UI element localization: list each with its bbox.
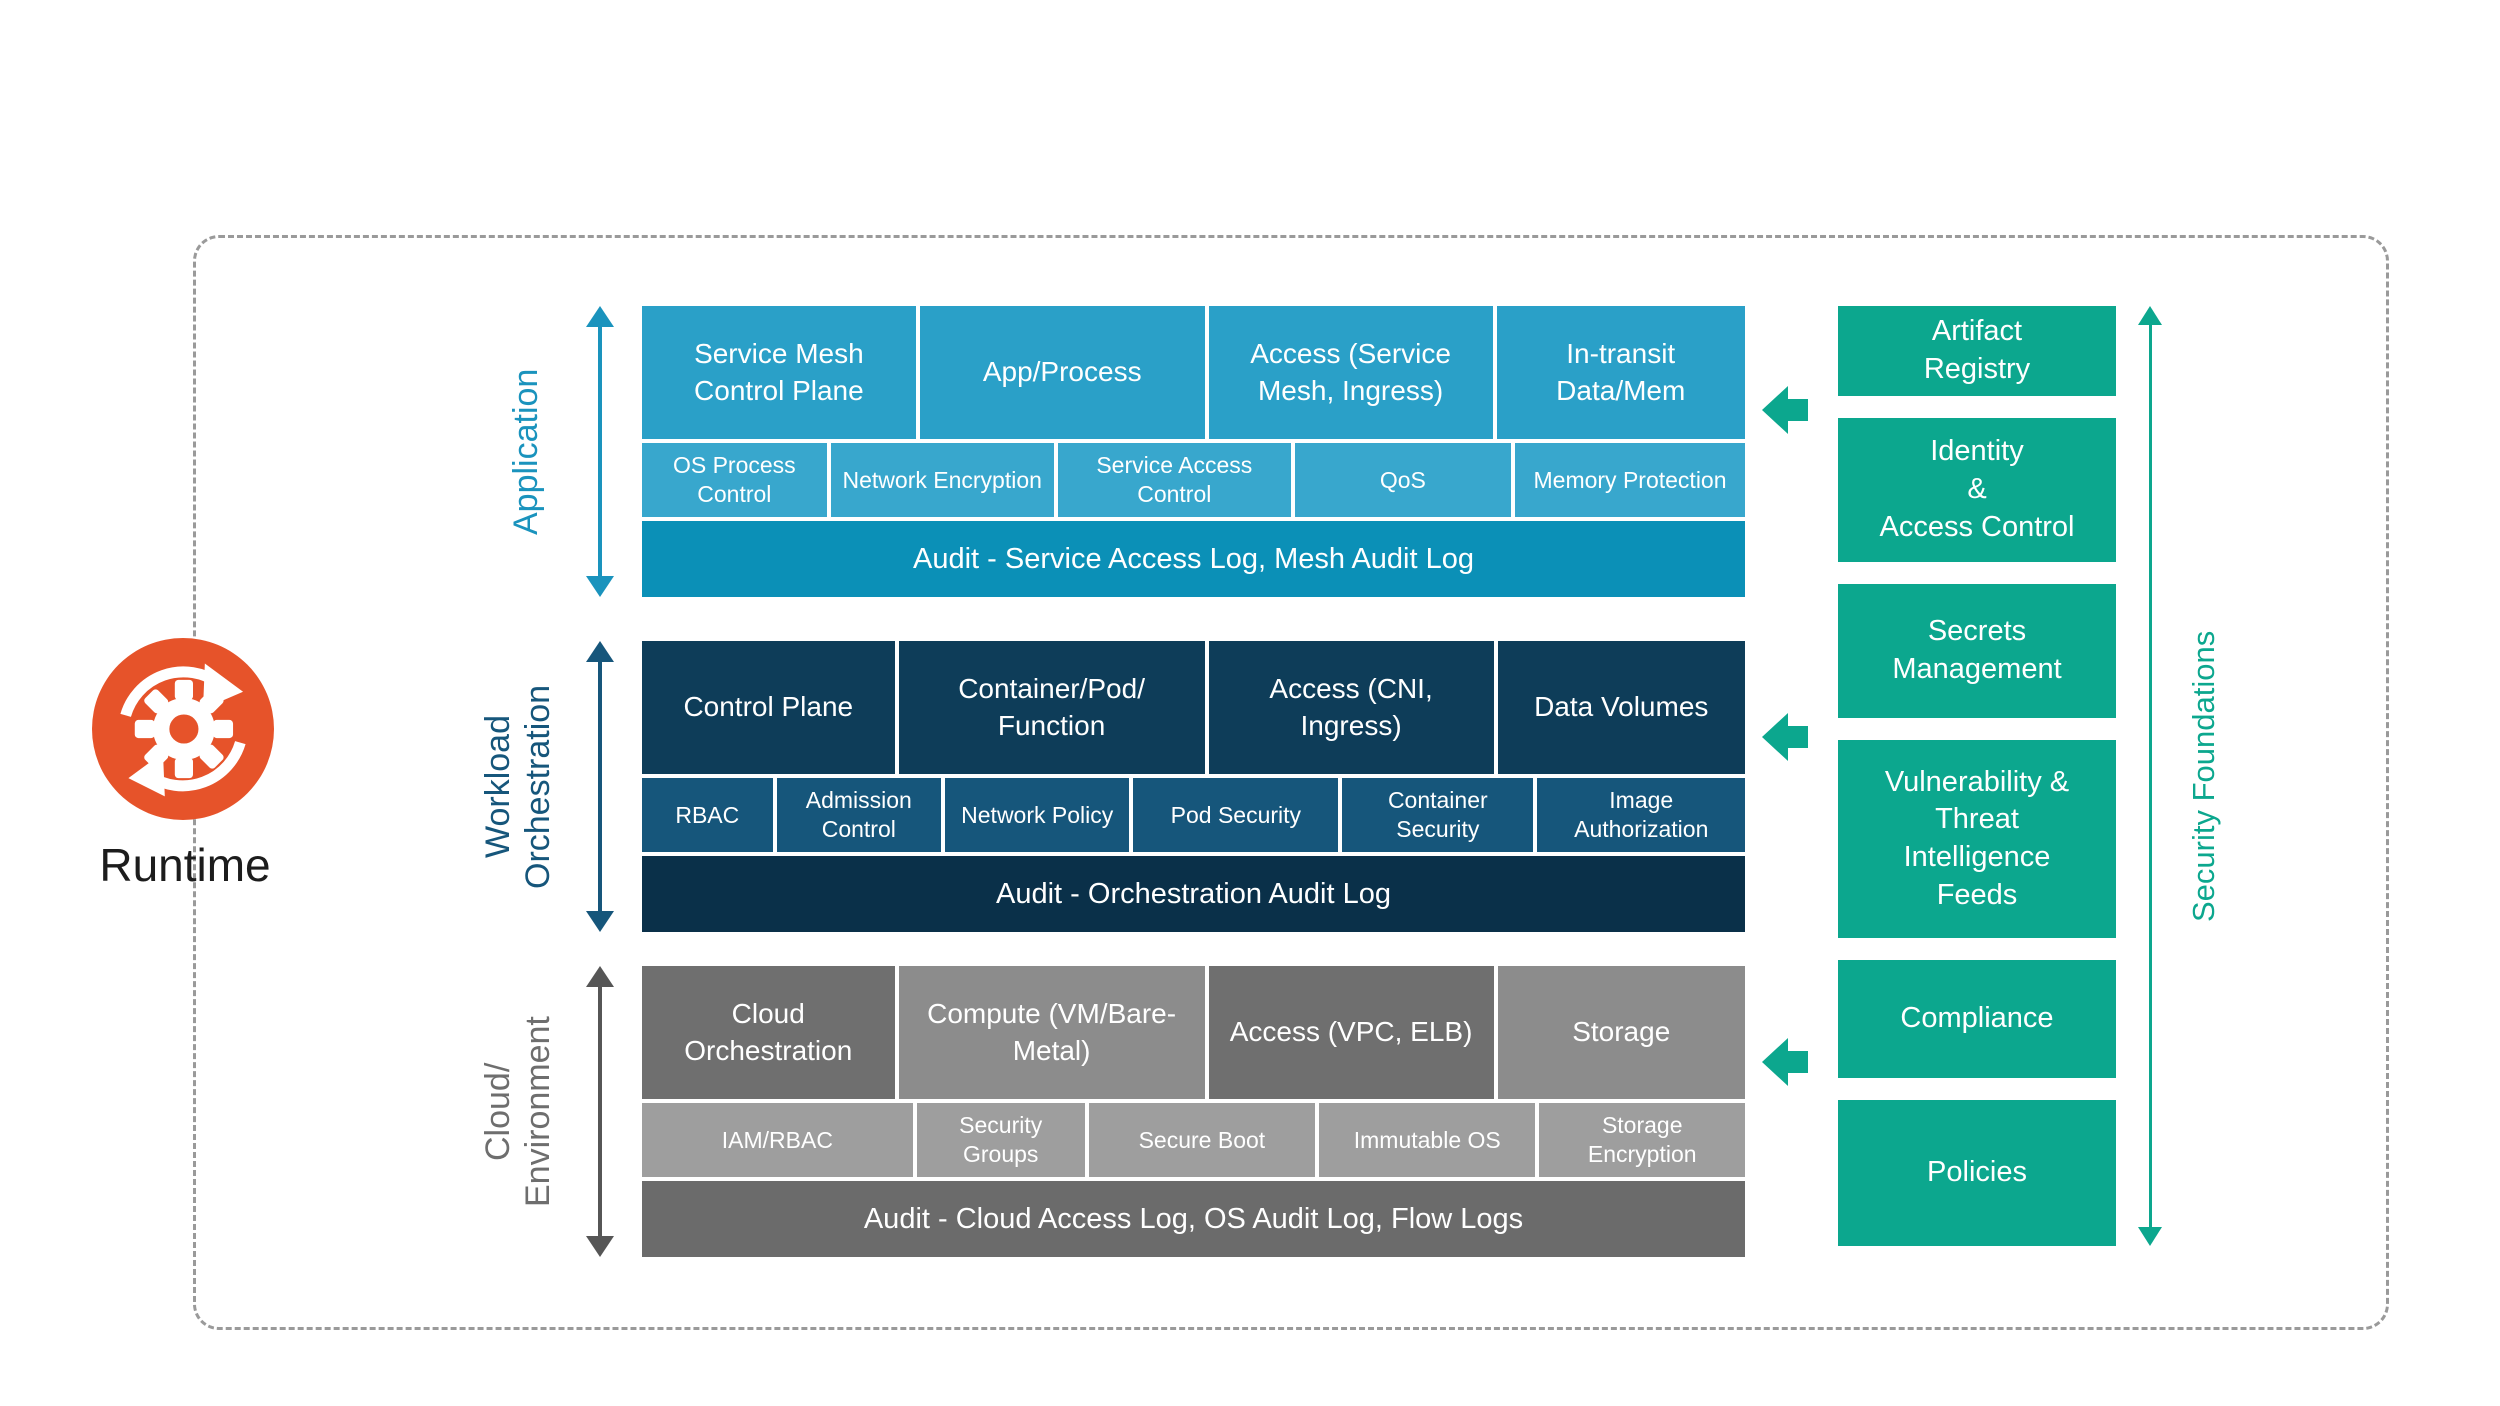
control-network-policy: Network Policy bbox=[944, 778, 1130, 852]
arrow-up-icon bbox=[586, 966, 614, 987]
arrow-down-icon bbox=[586, 576, 614, 597]
cloud-controls-row: IAM/RBAC Security Groups Secure Boot Imm… bbox=[642, 1103, 1745, 1177]
application-range-arrow bbox=[582, 306, 618, 597]
block-app-process: App/Process bbox=[919, 306, 1205, 439]
control-rbac: RBAC bbox=[642, 778, 773, 852]
control-image-authorization: Image Authorization bbox=[1537, 778, 1746, 852]
arrow-up-icon bbox=[2138, 306, 2162, 325]
block-access-service-mesh-ingress: Access (Service Mesh, Ingress) bbox=[1208, 306, 1493, 439]
foundation-box-compliance: Compliance bbox=[1838, 960, 2116, 1078]
control-iam-rbac: IAM/RBAC bbox=[642, 1103, 913, 1177]
workload-orchestration-layer-label: Workload Orchestration bbox=[479, 684, 558, 889]
block-cloud-orchestration: Cloud Orchestration bbox=[642, 966, 895, 1099]
control-container-security: Container Security bbox=[1342, 778, 1534, 852]
workload-orchestration-layer: Control Plane Container/Pod/ Function Ac… bbox=[642, 641, 1746, 932]
block-control-plane: Control Plane bbox=[642, 641, 895, 774]
arrow-up-icon bbox=[586, 306, 614, 327]
application-layer-label: Application bbox=[507, 368, 545, 535]
block-data-volumes: Data Volumes bbox=[1497, 641, 1745, 774]
control-admission-control: Admission Control bbox=[776, 778, 941, 852]
workload-audit-bar: Audit - Orchestration Audit Log bbox=[642, 856, 1745, 932]
control-os-process-control: OS Process Control bbox=[642, 443, 827, 517]
control-memory-protection: Memory Protection bbox=[1515, 443, 1746, 517]
block-compute-vm-bare-metal: Compute (VM/Bare-Metal) bbox=[898, 966, 1205, 1099]
application-controls-row: OS Process Control Network Encryption Se… bbox=[642, 443, 1746, 517]
workload-controls-row: RBAC Admission Control Network Policy Po… bbox=[642, 778, 1746, 852]
foundation-box-policies: Policies bbox=[1838, 1100, 2116, 1246]
block-container-pod-function: Container/Pod/ Function bbox=[898, 641, 1205, 774]
arrow-down-icon bbox=[586, 1236, 614, 1257]
control-security-groups: Security Groups bbox=[916, 1103, 1085, 1177]
control-storage-encryption: Storage Encryption bbox=[1539, 1103, 1745, 1177]
feed-arrow-workload left-arrow-icon bbox=[1762, 713, 1808, 761]
block-access-vpc-elb: Access (VPC, ELB) bbox=[1208, 966, 1494, 1099]
control-network-encryption: Network Encryption bbox=[830, 443, 1054, 517]
cloud-audit-bar: Audit - Cloud Access Log, OS Audit Log, … bbox=[642, 1181, 1745, 1257]
cloud-environment-layer-label: Cloud/ Environment bbox=[479, 1016, 558, 1207]
block-in-transit-data-mem: In-transit Data/Mem bbox=[1496, 306, 1745, 439]
block-service-mesh-control-plane: Service Mesh Control Plane bbox=[642, 306, 916, 439]
feed-arrow-application left-arrow-icon bbox=[1762, 386, 1808, 434]
control-service-access-control: Service Access Control bbox=[1057, 443, 1291, 517]
application-audit-bar: Audit - Service Access Log, Mesh Audit L… bbox=[642, 521, 1745, 597]
cloud-environment-layer: Cloud Orchestration Compute (VM/Bare-Met… bbox=[642, 966, 1745, 1257]
control-secure-boot: Secure Boot bbox=[1088, 1103, 1316, 1177]
foundation-box-secrets-management: Secrets Management bbox=[1838, 584, 2116, 718]
foundation-box-identity-access-control: Identity & Access Control bbox=[1838, 418, 2116, 562]
application-layer: Service Mesh Control Plane App/Process A… bbox=[642, 306, 1746, 597]
block-storage: Storage bbox=[1497, 966, 1745, 1099]
feed-arrow-cloud left-arrow-icon bbox=[1762, 1038, 1808, 1086]
arrow-up-icon bbox=[586, 641, 614, 662]
control-immutable-os: Immutable OS bbox=[1319, 1103, 1536, 1177]
security-foundations-range-arrow bbox=[2132, 306, 2168, 1246]
block-access-cni-ingress: Access (CNI, Ingress) bbox=[1208, 641, 1494, 774]
runtime-label: Runtime bbox=[99, 839, 271, 891]
arrow-down-icon bbox=[586, 911, 614, 932]
control-pod-security: Pod Security bbox=[1133, 778, 1339, 852]
workload-blocks-row: Control Plane Container/Pod/ Function Ac… bbox=[642, 641, 1745, 774]
gear-sync-icon bbox=[92, 638, 274, 820]
security-foundations-label: Security Foundations bbox=[2186, 630, 2221, 922]
cloud-blocks-row: Cloud Orchestration Compute (VM/Bare-Met… bbox=[642, 966, 1745, 1099]
arrow-down-icon bbox=[2138, 1227, 2162, 1246]
workload-range-arrow bbox=[582, 641, 618, 932]
foundation-box-artifact-registry: Artifact Registry bbox=[1838, 306, 2116, 396]
application-blocks-row: Service Mesh Control Plane App/Process A… bbox=[642, 306, 1745, 439]
runtime-icon bbox=[92, 638, 274, 820]
foundation-box-vulnerability-threat-intelligence-feeds: Vulnerability & Threat Intelligence Feed… bbox=[1838, 740, 2116, 938]
cloud-range-arrow bbox=[582, 966, 618, 1257]
security-foundations-column: Artifact Registry Identity & Access Cont… bbox=[1838, 306, 2116, 1246]
control-qos: QoS bbox=[1294, 443, 1511, 517]
